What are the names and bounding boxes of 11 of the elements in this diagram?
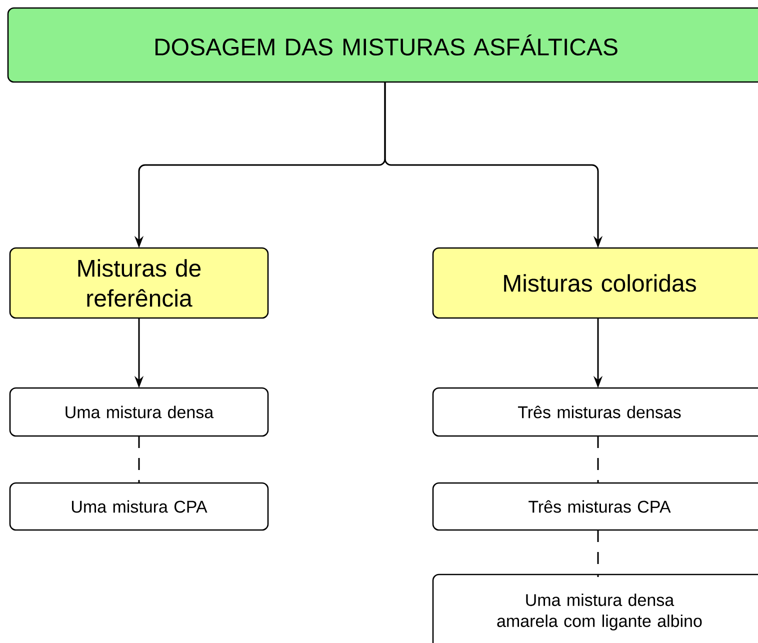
connector-line <box>597 530 599 577</box>
item-box: Uma mistura densa <box>9 387 269 437</box>
title-box: DOSAGEM DAS MISTURAS ASFÁLTICAS <box>7 7 758 83</box>
item-box: Uma mistura CPA <box>9 482 269 531</box>
item-box: Uma mistura densa amarela com ligante albino <box>432 574 758 643</box>
item-box: Três misturas CPA <box>432 482 758 531</box>
category-box: Misturas coloridas <box>432 247 758 319</box>
category-box: Misturas de referência <box>9 247 269 319</box>
item-box: Três misturas densas <box>432 387 758 437</box>
connector-line <box>597 436 599 483</box>
connector-line <box>138 436 140 483</box>
